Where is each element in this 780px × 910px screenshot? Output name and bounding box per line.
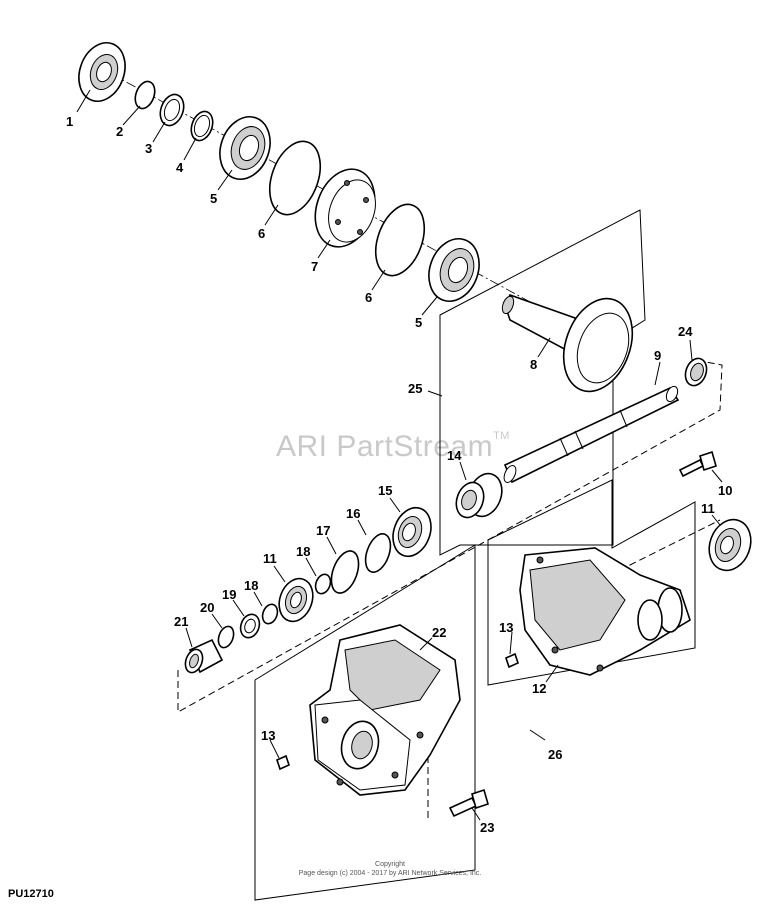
copyright-notice: Copyright Page design (c) 2004 - 2017 by… [270, 860, 510, 878]
callout-5-lower: 5 [415, 315, 422, 330]
part-20-snap-ring [217, 625, 235, 649]
part-19-washer [239, 613, 261, 639]
part-12-housing-right [519, 547, 691, 676]
part-2-snap-ring [134, 80, 156, 110]
group-box-25 [439, 209, 646, 556]
callout-9: 9 [654, 348, 661, 363]
callout-17: 17 [316, 523, 330, 538]
part-21-bushing [184, 638, 224, 674]
part-23-bolt [448, 788, 489, 818]
part-14-spacer [455, 472, 503, 519]
callout-2: 2 [116, 124, 123, 139]
part-4-ring [190, 110, 214, 142]
diagram-part-code: PU12710 [8, 888, 54, 900]
watermark: ARI PartStreamTM [276, 430, 510, 464]
part-11-bearing-right [708, 518, 752, 572]
part-3-washer [159, 93, 185, 127]
callout-16: 16 [346, 506, 360, 521]
part-1-seal [78, 42, 126, 102]
callout-11-right: 11 [701, 501, 715, 516]
part-17-ring [330, 550, 360, 594]
part-16-snap-ring [364, 533, 392, 573]
callout-15: 15 [378, 483, 392, 498]
group-box-26-right [487, 479, 696, 686]
copyright-line-1: Copyright [375, 861, 405, 868]
part-10-bolt [678, 450, 717, 478]
part-8-gear-shaft [501, 294, 634, 393]
leader-lines [76, 89, 723, 821]
callout-18-upper: 18 [296, 544, 310, 559]
part-24-seal [684, 357, 708, 387]
callout-10: 10 [718, 483, 732, 498]
callout-4: 4 [176, 160, 184, 175]
callout-6-upper: 6 [258, 226, 265, 241]
group-box-26-left [254, 544, 476, 901]
part-13-dowel-right [505, 652, 519, 669]
part-7-bearing-housing [314, 168, 376, 248]
callout-1: 1 [66, 114, 73, 129]
callout-12: 12 [532, 681, 546, 696]
part-15-bearing [392, 506, 432, 558]
dashed-outline-lower [177, 359, 723, 713]
part-6-o-ring-upper [268, 140, 322, 216]
callout-20: 20 [200, 600, 214, 615]
callout-5-upper: 5 [210, 191, 217, 206]
callout-21: 21 [174, 614, 188, 629]
callout-14: 14 [447, 448, 462, 463]
copyright-line-2: Page design (c) 2004 - 2017 by ARI Netwo… [298, 870, 482, 877]
callout-7: 7 [311, 259, 318, 274]
part-6-o-ring-lower [374, 203, 426, 277]
callout-8: 8 [530, 357, 537, 372]
part-5-bearing-upper [219, 116, 271, 180]
callout-23: 23 [480, 820, 494, 835]
watermark-text: ARI PartStream [276, 430, 494, 463]
part-18-ring-lower [261, 603, 279, 625]
callout-11-left: 11 [263, 551, 277, 566]
part-5-bearing-lower [428, 238, 480, 302]
callout-6-lower: 6 [365, 290, 372, 305]
callout-26: 26 [548, 747, 562, 762]
callout-24: 24 [678, 324, 693, 339]
callout-3: 3 [145, 141, 152, 156]
watermark-tm: TM [493, 430, 510, 442]
part-9-output-shaft [503, 385, 680, 484]
part-13-dowel-left [276, 754, 290, 771]
part-11-bearing-left [278, 577, 314, 623]
callout-19: 19 [222, 587, 236, 602]
callout-18-lower: 18 [244, 578, 258, 593]
callout-13-right: 13 [499, 620, 513, 635]
callout-22: 22 [432, 625, 446, 640]
callout-13-left: 13 [261, 728, 275, 743]
callout-25: 25 [408, 381, 422, 396]
part-22-housing-left [309, 624, 461, 796]
part-18-ring-upper [314, 573, 332, 595]
